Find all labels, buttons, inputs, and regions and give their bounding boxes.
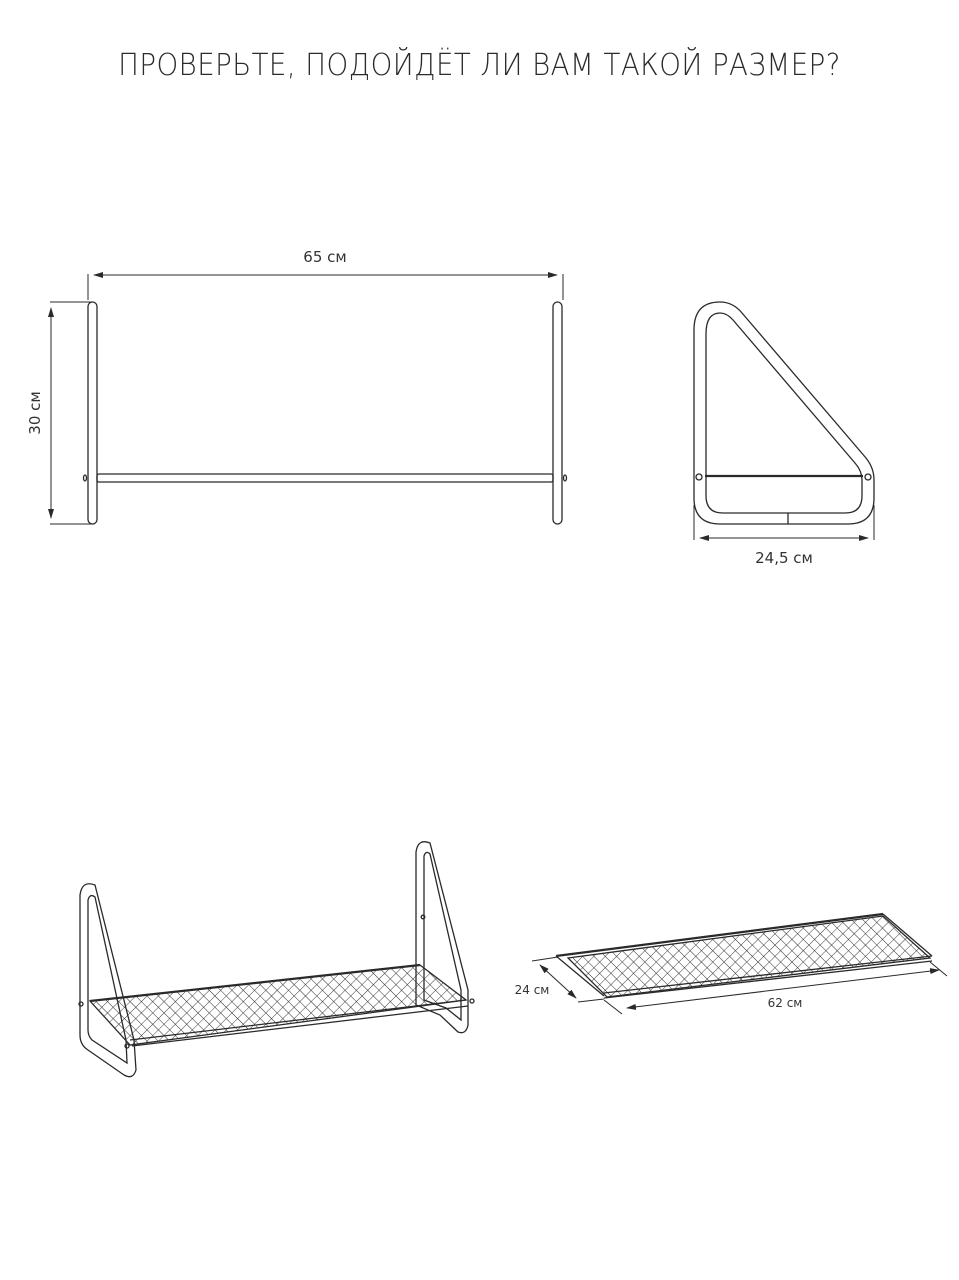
height-label: 30 см bbox=[26, 391, 44, 434]
depth-label: 24,5 см bbox=[755, 549, 813, 567]
shelf-panel bbox=[531, 912, 948, 1015]
perspective-shelf bbox=[78, 841, 475, 1078]
page-title: ПРОВЕРЬТЕ, ПОДОЙДЁТ ЛИ ВАМ ТАКОЙ РАЗМЕР? bbox=[118, 48, 841, 83]
side-view bbox=[693, 301, 875, 541]
front-view bbox=[48, 272, 568, 525]
shelf-depth-label: 24 см bbox=[515, 983, 550, 997]
width-label: 65 см bbox=[303, 248, 346, 266]
shelf-length-label: 62 см bbox=[768, 996, 803, 1010]
